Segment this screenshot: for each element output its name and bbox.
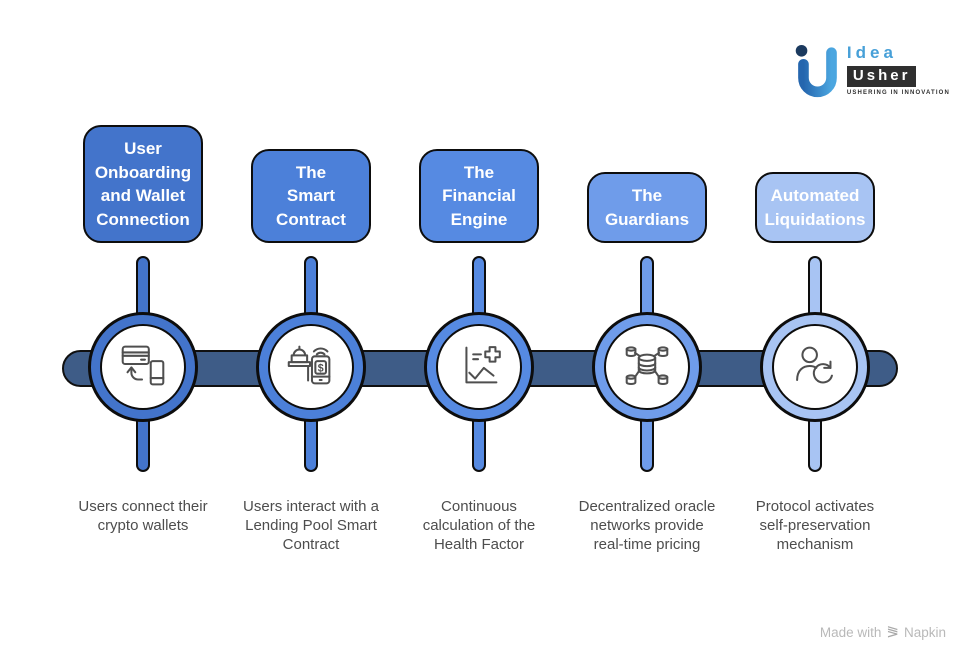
- connector-stem: [640, 256, 654, 320]
- step-node: [760, 312, 870, 422]
- step-description: Decentralized oracle networks provide re…: [578, 498, 716, 553]
- health-factor-chart-icon: [450, 336, 508, 399]
- step-automated-liquidations: Automated Liquidations Protocol activate…: [730, 0, 900, 661]
- pos-mobile-payment-icon: $: [282, 336, 340, 399]
- step-label: The Guardians: [587, 172, 707, 243]
- oracle-network-icon: [618, 336, 676, 399]
- step-label: The Financial Engine: [419, 148, 539, 243]
- connector-stem: [472, 410, 486, 472]
- napkin-brand-text: Napkin: [903, 625, 946, 640]
- logo-tagline: USHERING IN INNOVATION: [846, 90, 950, 97]
- logo-idea-text: Idea: [846, 43, 897, 62]
- connector-stem: [472, 256, 486, 320]
- connector-stem: [808, 256, 822, 320]
- connector-stem: [304, 256, 318, 320]
- step-node: [424, 312, 534, 422]
- idea-usher-logo: Idea Usher USHERING IN INNOVATION: [794, 43, 950, 107]
- connector-stem: [136, 410, 150, 472]
- logo-usher-text: Usher: [846, 65, 917, 88]
- step-guardians: The Guardians: [562, 0, 732, 661]
- step-node: [88, 312, 198, 422]
- step-node: [592, 312, 702, 422]
- connector-stem: [640, 410, 654, 472]
- connector-stem: [136, 256, 150, 320]
- svg-text:$: $: [318, 362, 324, 374]
- idea-usher-logo-mark-icon: [794, 44, 840, 107]
- step-label: The Smart Contract: [251, 148, 371, 243]
- step-description: Users connect their crypto wallets: [78, 498, 208, 534]
- card-phone-transfer-icon: [114, 336, 172, 399]
- step-label: User Onboarding and Wallet Connection: [83, 125, 203, 243]
- step-financial-engine: The Financial Engine Continuous calculat…: [394, 0, 564, 661]
- step-user-onboarding: User Onboarding and Wallet Connection: [58, 0, 228, 661]
- step-description: Continuous calculation of the Health Fac…: [422, 498, 536, 553]
- step-node: $: [256, 312, 366, 422]
- step-smart-contract: The Smart Contract $: [226, 0, 396, 661]
- user-refresh-icon: [786, 336, 844, 399]
- connector-stem: [808, 410, 822, 472]
- step-label: Automated Liquidations: [755, 172, 875, 243]
- napkin-logo-icon: ⪜: [886, 624, 899, 641]
- connector-stem: [304, 410, 318, 472]
- made-with-napkin-badge: Made with ⪜ Napkin: [820, 625, 946, 640]
- step-description: Users interact with a Lending Pool Smart…: [243, 498, 379, 553]
- step-description: Protocol activates self-preservation mec…: [755, 498, 875, 553]
- made-with-text: Made with: [819, 625, 882, 640]
